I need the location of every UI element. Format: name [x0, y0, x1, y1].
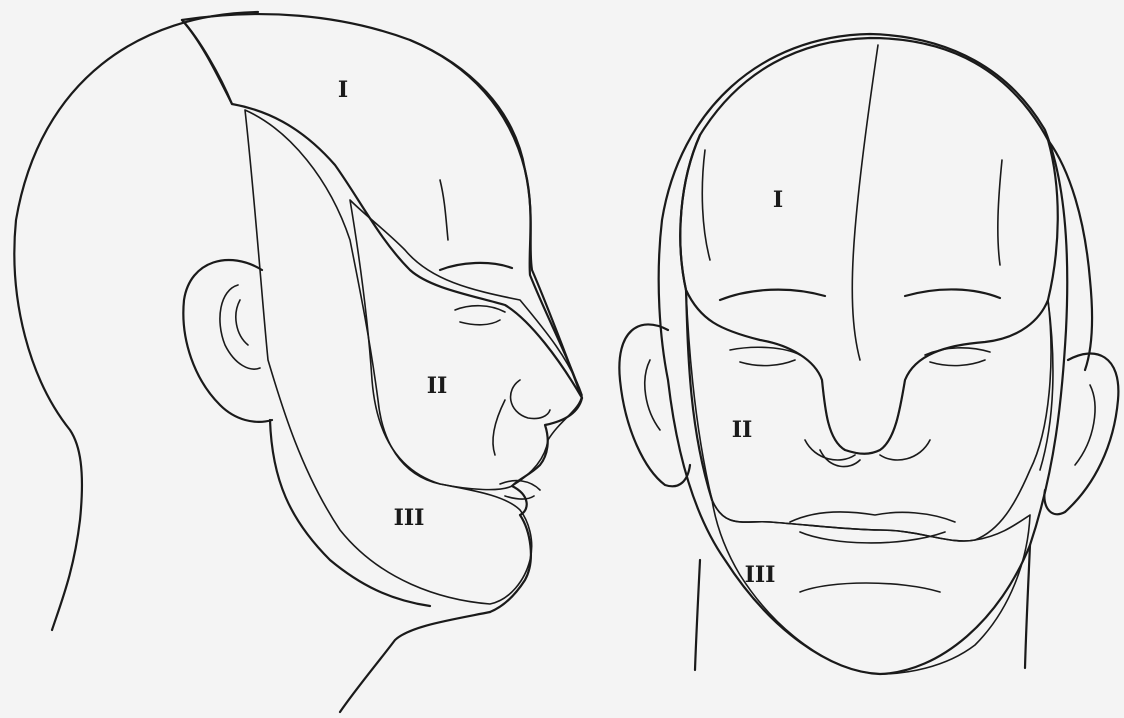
profile-neck-front — [340, 612, 490, 712]
frontal-forehead-crease-right — [998, 160, 1002, 265]
profile-head-outline — [14, 12, 258, 630]
profile-label-zone-II: II — [427, 373, 448, 399]
frontal-head — [619, 34, 1118, 674]
frontal-brow-left — [720, 290, 825, 300]
profile-ear — [183, 260, 272, 422]
profile-temple-line — [440, 180, 448, 240]
frontal-forehead-crease-left — [702, 150, 710, 260]
frontal-neck-left — [695, 560, 700, 670]
frontal-ear-right-inner — [1075, 385, 1095, 465]
profile-ear-inner — [220, 285, 260, 369]
frontal-label-zone-III: III — [745, 562, 776, 588]
profile-nasolabial — [493, 400, 505, 455]
profile-zone-I — [182, 14, 582, 398]
frontal-label-zone-II: II — [732, 417, 753, 443]
frontal-midline — [852, 45, 878, 360]
frontal-zone-I — [680, 38, 1057, 454]
profile-label-zone-I: I — [338, 77, 348, 103]
profile-zone-III — [245, 110, 532, 604]
profile-eye — [455, 306, 505, 325]
frontal-lips — [790, 512, 955, 543]
frontal-zone-II — [686, 290, 1051, 541]
profile-nostril — [511, 380, 550, 419]
frontal-chin-crease — [800, 583, 940, 592]
frontal-ear-left — [619, 324, 690, 486]
profile-label-zone-III: III — [394, 505, 425, 531]
frontal-scalp-right-line — [1040, 300, 1053, 470]
frontal-head-outline — [659, 34, 1068, 674]
frontal-brow-right — [905, 289, 1000, 298]
frontal-label-zone-I: I — [773, 187, 783, 213]
profile-head — [14, 12, 582, 712]
frontal-neck-right — [1025, 545, 1030, 668]
frontal-ear-left-inner — [645, 360, 660, 430]
profile-face-outline — [182, 20, 582, 612]
profile-brow — [440, 263, 512, 270]
frontal-eye-right — [925, 348, 990, 366]
